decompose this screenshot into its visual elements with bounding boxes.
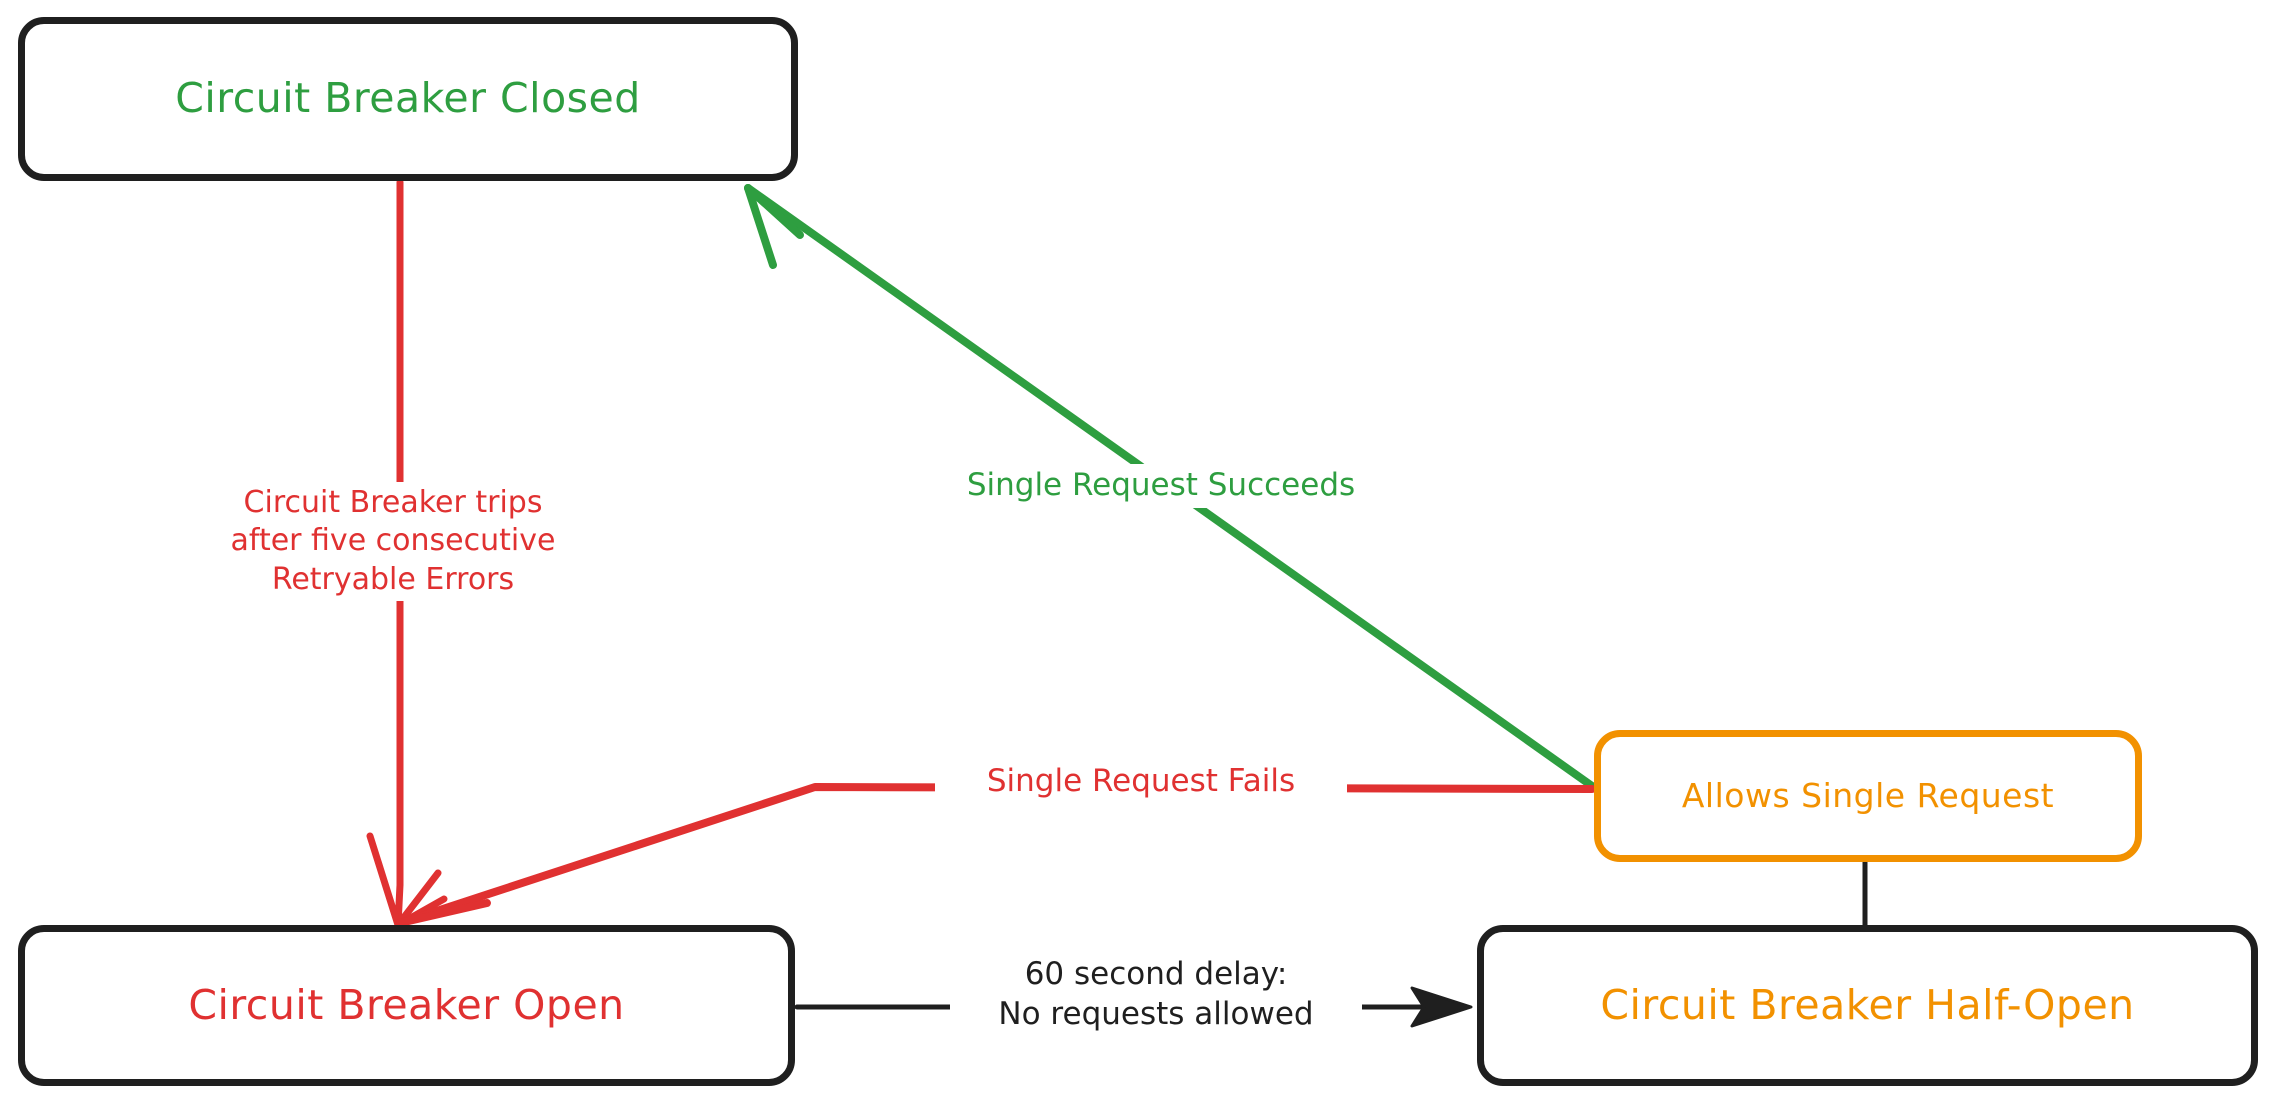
node-circuit-breaker-half-open[interactable]: Circuit Breaker Half-Open — [1477, 925, 2258, 1086]
node-circuit-breaker-closed[interactable]: Circuit Breaker Closed — [18, 17, 798, 181]
edge-label-line-3: Retryable Errors — [271, 561, 515, 597]
edge-label-closed-to-open: Circuit Breaker trips after five consecu… — [177, 482, 609, 602]
edge-label-line-2: No requests allowed — [998, 995, 1314, 1032]
node-allows-single-request[interactable]: Allows Single Request — [1594, 730, 2142, 862]
edge-label-open-to-half-open: 60 second delay: No requests allowed — [950, 953, 1362, 1037]
edge-label-single-request-succeeds: Single Request Succeeds — [910, 464, 1412, 508]
node-circuit-breaker-open-label: Circuit Breaker Open — [188, 980, 625, 1029]
edge-label-line-1: Single Request Succeeds — [966, 467, 1356, 503]
edge-label-line-1: Single Request Fails — [986, 763, 1296, 799]
node-circuit-breaker-half-open-label: Circuit Breaker Half-Open — [1600, 980, 2135, 1029]
node-allows-single-request-label: Allows Single Request — [1681, 775, 2055, 815]
edge-allows-to-open — [396, 783, 1596, 927]
edge-label-line-1: Circuit Breaker trips — [243, 485, 543, 520]
node-circuit-breaker-closed-label: Circuit Breaker Closed — [175, 74, 641, 123]
node-circuit-breaker-open[interactable]: Circuit Breaker Open — [18, 925, 795, 1086]
edge-label-single-request-fails: Single Request Fails — [935, 760, 1347, 804]
edge-label-line-2: after five consecutive — [230, 523, 556, 559]
edge-label-line-1: 60 second delay: — [1024, 956, 1288, 992]
